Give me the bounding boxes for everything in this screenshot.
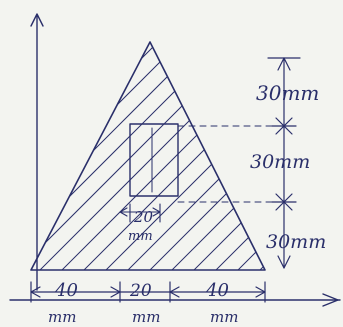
hatch-line-3 (0, 40, 6, 327)
hatch-line-7 (31, 42, 95, 270)
label-top-spacing: 30mm (256, 81, 319, 105)
label-base-right: 40 (205, 280, 229, 301)
projection-lines (177, 125, 291, 203)
triangle-outline (30, 41, 266, 271)
slot-rectangle (129, 123, 179, 197)
slot-width-arrow-left (119, 207, 128, 217)
label-slot-width-unit: mm (128, 229, 153, 244)
hatch-line-5 (31, 42, 51, 270)
vertical-dimension-chain (267, 57, 301, 269)
label-middle-spacing: 30mm (250, 151, 310, 173)
hatch-line-19 (57, 42, 265, 270)
label-base-unit-right: mm (210, 308, 238, 326)
base-arrow-right (255, 286, 266, 298)
label-slot-width: 20 (133, 208, 154, 226)
base-arrow-left (30, 286, 41, 298)
axes (9, 13, 341, 307)
top-arrow (277, 57, 291, 71)
base-dimension-chain (30, 281, 266, 303)
base-arrow-mid-left-in (110, 286, 121, 298)
label-base-unit-middle: mm (132, 308, 160, 326)
hatch-line-18 (35, 42, 265, 270)
slot-width-dimension (119, 203, 161, 223)
base-arrow-mid-right-in (169, 286, 180, 298)
label-base-left: 40 (54, 280, 78, 301)
y-axis-arrowhead (30, 13, 44, 27)
label-bottom-spacing: 30mm (266, 231, 326, 253)
label-base-unit-left: mm (48, 308, 76, 326)
hatch-line-11 (31, 42, 183, 270)
bottom-arrow (277, 255, 291, 269)
label-base-middle: 20 (129, 281, 152, 301)
hatch-line-4 (0, 40, 28, 327)
x-axis-arrowhead (322, 293, 339, 307)
